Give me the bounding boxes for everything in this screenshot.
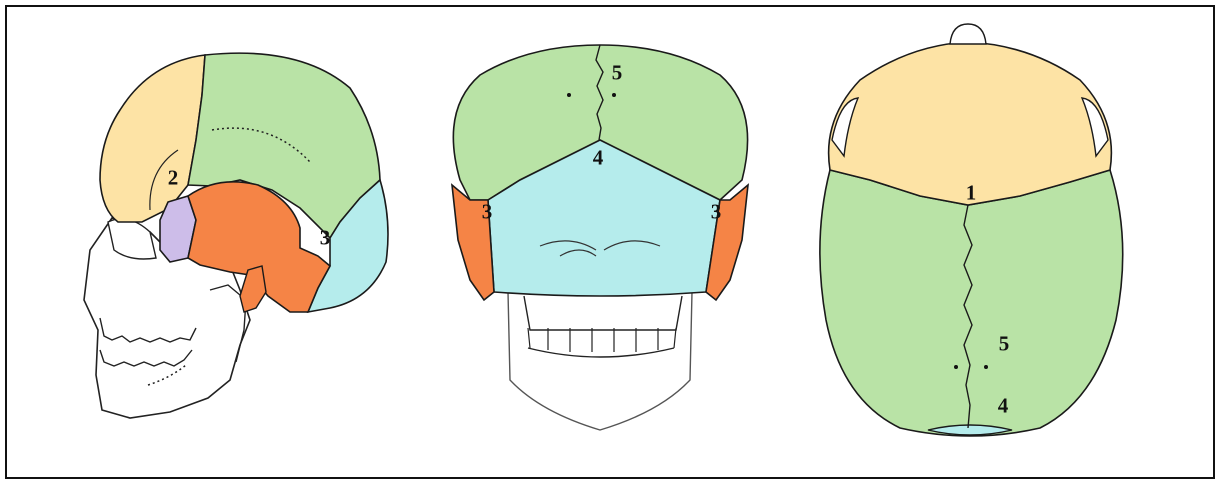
superior-landmark-dot-left (954, 365, 958, 369)
lateral-label-2: 2 (168, 168, 179, 189)
superior-landmark-dot-right (984, 365, 988, 369)
superior-label-4: 4 (998, 396, 1009, 417)
posterior-jaw-outline (508, 292, 692, 430)
superior-parietal-bone (820, 170, 1123, 436)
lateral-label-3: 3 (320, 228, 331, 249)
posterior-label-3-right: 3 (711, 202, 722, 223)
posterior-label-3-left: 3 (482, 202, 493, 223)
superior-label-1: 1 (966, 183, 977, 204)
superior-label-5: 5 (999, 334, 1010, 355)
posterior-landmark-dot-left (567, 93, 571, 97)
posterior-label-5: 5 (612, 63, 623, 84)
posterior-label-4: 4 (593, 148, 604, 169)
superior-view (820, 24, 1123, 436)
posterior-view (452, 45, 748, 430)
posterior-landmark-dot-right (612, 93, 616, 97)
lateral-view (84, 53, 388, 418)
superior-nasal-tip (950, 24, 986, 44)
